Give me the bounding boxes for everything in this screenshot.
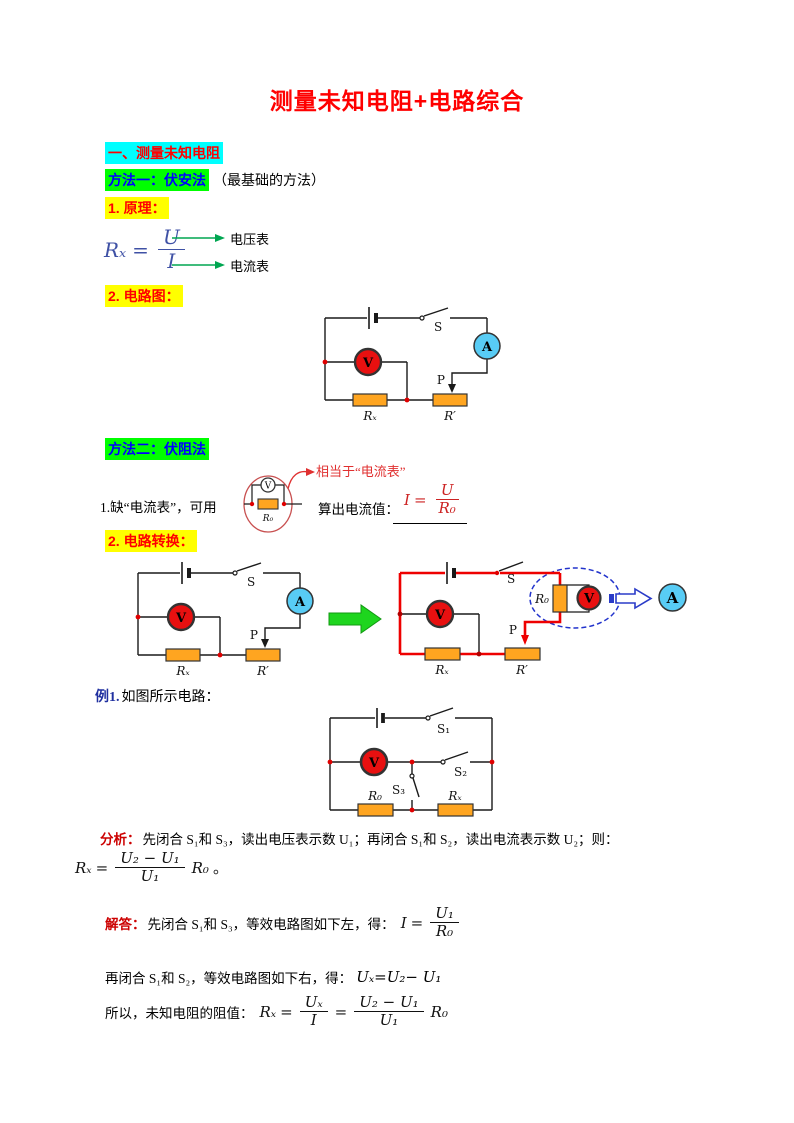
formula-denominator: I	[167, 249, 176, 273]
ammeter-letter: A	[666, 589, 679, 607]
formula-lhs: Rₓ	[104, 237, 127, 262]
voltmeter-icon-r0	[576, 585, 602, 611]
formula-eq: =	[132, 237, 149, 262]
r0-label: R₀	[534, 592, 549, 606]
voltmeter-pointer-label: 电压表	[230, 232, 270, 247]
voltmeter-letter: V	[583, 592, 595, 607]
junction-dot	[476, 651, 482, 657]
switch-s3-blade	[412, 777, 420, 798]
blue-implies-arrow-icon	[609, 587, 653, 610]
current-formula: I = U R₀	[404, 481, 464, 518]
switch-s2-label: S₂	[454, 765, 467, 779]
equivalent-ammeter-annotation: 相当于“电流表”	[316, 464, 406, 479]
slider-label: P	[509, 623, 517, 637]
circuit-diagram-1	[315, 303, 580, 433]
slider-arrowhead	[521, 635, 529, 645]
switch-s3-pivot	[409, 773, 415, 779]
equivalent-ammeter-icon: A	[658, 583, 687, 612]
circuit-after-conversion: V V S P R₀ Rₓ R′	[397, 561, 621, 677]
example-intro: 如图所示电路：	[121, 690, 220, 705]
formula-numerator: U	[157, 226, 185, 250]
answer-formula-3: Rₓ = Uₓ I = U₂ − U₁ U₁ R₀	[259, 993, 448, 1030]
answer-formula-2: Uₓ=U₂− U₁	[356, 968, 442, 986]
method2-convert-heading: 2. 电路转换：	[105, 530, 197, 552]
answer-line-2: 再闭合 S₁和 S₂，等效电路图如下右，得： Uₓ=U₂− U₁	[105, 968, 442, 986]
voltmeter-letter: V	[368, 756, 380, 771]
red-curved-arrow-icon	[287, 468, 315, 490]
method1-principle-heading: 1. 原理：	[105, 197, 169, 219]
voltmeter-icon	[359, 747, 389, 777]
method2-label: 方法二：伏阻法	[105, 438, 209, 460]
resistor-r0	[357, 803, 394, 817]
switch-s1-pivot	[425, 715, 431, 721]
answer-formula-1: I = U₁ R₀	[401, 904, 462, 941]
rprime-label: R′	[515, 663, 528, 677]
example-circuit-diagram: V S₁ S₂ S₃ R₀ Rₓ	[327, 707, 495, 817]
junction-dot	[409, 807, 415, 813]
analysis-line: 分析： 先闭合 S₁和 S₃，读出电压表示数 U₁；再闭合 S₁和 S₂，读出电…	[100, 828, 619, 848]
voltmeter-letter: V	[434, 608, 446, 623]
switch-blade	[498, 561, 524, 572]
r0-label: R₀	[367, 789, 382, 803]
switch-s2-blade	[444, 751, 469, 761]
switch-s3-label: S₃	[392, 783, 405, 797]
page-title: 测量未知电阻+电路综合	[269, 88, 525, 114]
switch-label: S	[507, 572, 515, 586]
switch-s1-blade	[429, 707, 454, 717]
inline-voltmeter-r0-circuit: V R₀	[243, 475, 302, 533]
voltmeter-icon	[260, 477, 276, 493]
method2-line-post: 算出电流值：	[318, 502, 399, 517]
switch-s1-label: S₁	[437, 722, 450, 736]
voltmeter-icon-main	[425, 599, 455, 629]
junction-dot	[489, 759, 495, 765]
junction-dot	[397, 611, 403, 617]
junction-dot	[249, 501, 255, 507]
switch-pivot	[494, 570, 500, 576]
method1-note: （最基础的方法）	[213, 174, 325, 189]
resistor-rx	[424, 647, 461, 661]
ammeter-pointer-label: 电流表	[230, 259, 270, 274]
switch-s2-pivot	[440, 759, 446, 765]
principle-formula: Rₓ = U I	[104, 226, 188, 273]
green-transform-arrow-icon	[328, 604, 382, 634]
resistor-r0-vertical	[552, 584, 568, 613]
answer-line-3: 所以，未知电阻的阻值： Rₓ = Uₓ I = U₂ − U₁ U₁ R₀	[105, 993, 448, 1030]
arrow-to-ammeter-icon	[172, 261, 225, 269]
example-intro-line: 例1. 如图所示电路：	[95, 686, 220, 706]
resistor-rx	[437, 803, 474, 817]
example-label: 例1.	[95, 690, 120, 705]
rx-label: Rₓ	[434, 663, 449, 677]
method1-circuit-heading: 2. 电路图：	[105, 285, 183, 307]
voltmeter-letter: V	[264, 482, 272, 492]
method2-line-pre: 1.缺“电流表”，可用	[100, 500, 217, 515]
junction-dot	[281, 501, 287, 507]
method1-label: 方法一：伏安法	[105, 169, 209, 191]
answer-line-1: 解答： 先闭合 S₁和 S₃，等效电路图如下左，得： I = U₁ R₀	[105, 904, 462, 941]
answer-label: 解答：	[105, 916, 146, 932]
rx-label: Rₓ	[447, 789, 462, 803]
arrow-to-voltmeter-icon	[172, 234, 225, 242]
resistor-r0	[257, 498, 279, 510]
analysis-formula: Rₓ = U₂ − U₁ U₁ R₀ 。	[75, 849, 228, 886]
rheostat-rprime	[504, 647, 541, 661]
analysis-text: 先闭合 S₁和 S₃，读出电压表示数 U₁；再闭合 S₁和 S₂，读出电流表示数…	[142, 832, 619, 847]
junction-dot	[409, 759, 415, 765]
r0-label: R₀	[262, 514, 274, 524]
junction-dot	[327, 759, 333, 765]
blank-underline	[393, 523, 467, 524]
section-heading: 一、测量未知电阻	[105, 142, 223, 164]
analysis-label: 分析：	[100, 832, 141, 847]
